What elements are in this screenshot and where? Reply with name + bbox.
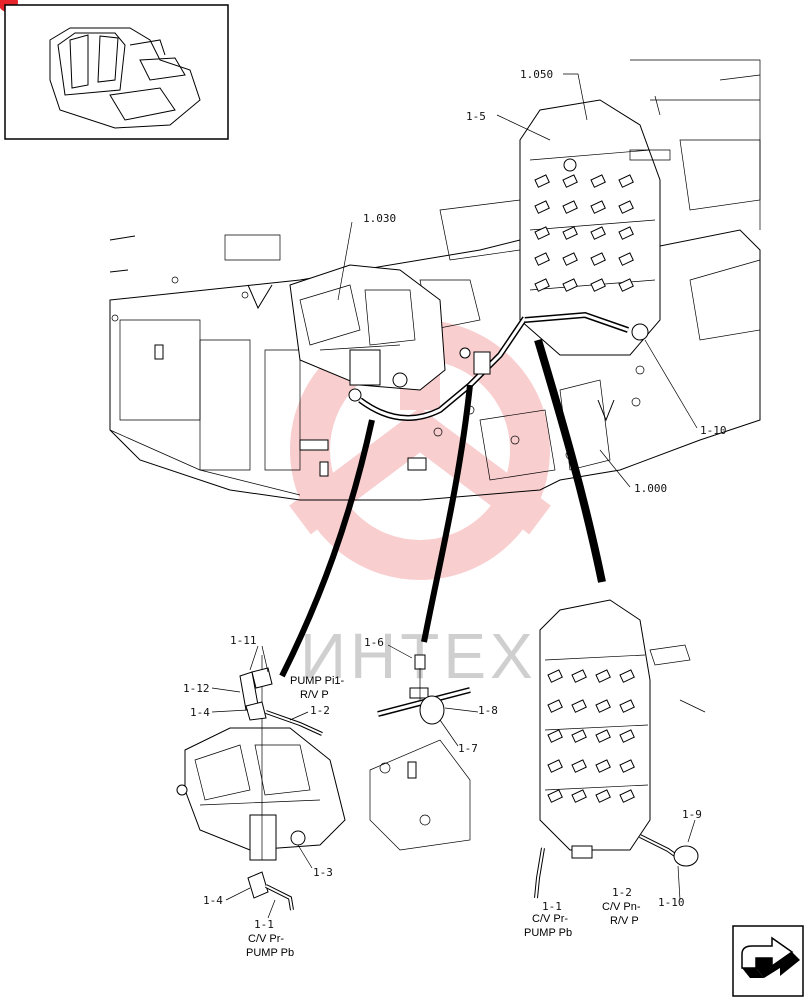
callout-1-5: 1-5 — [466, 110, 486, 123]
caption-cv-pr-right-line2: PUMP Pb — [524, 927, 572, 939]
caption-cv-pn-line2: R/V P — [610, 915, 639, 927]
valve-port-fitting — [595, 759, 611, 773]
valve-port-fitting — [590, 278, 606, 292]
valve-port-fitting — [618, 200, 634, 214]
valve-port-fitting — [562, 278, 578, 292]
callout-1-4-top: 1-4 — [190, 706, 210, 719]
valve-port-fitting — [590, 226, 606, 240]
valve-port-fitting — [595, 669, 611, 683]
valve-port-fitting — [534, 252, 550, 266]
callout-1-11: 1-11 — [230, 634, 257, 647]
valve-port-fitting — [590, 174, 606, 188]
valve-port-fitting — [619, 669, 635, 683]
callout-1-2-left: 1-2 — [310, 704, 330, 717]
callout-1-10-right: 1-10 — [658, 896, 685, 909]
next-page-button[interactable] — [732, 925, 804, 997]
callout-1-050: 1.050 — [520, 68, 553, 81]
valve-port-fitting — [547, 759, 563, 773]
valve-port-fitting — [534, 226, 550, 240]
valve-port-fitting — [534, 174, 550, 188]
control-valve — [519, 99, 671, 356]
pump-assembly — [289, 264, 446, 402]
valve-port-fitting — [619, 729, 635, 743]
callout-1-7: 1-7 — [458, 742, 478, 755]
valve-port-fitting — [619, 759, 635, 773]
caption-cv-pr-right-line1: C/V Pr- — [532, 913, 568, 925]
caption-pump-pi1-line1: PUMP Pi1- — [290, 675, 345, 687]
detail-leaders — [279, 338, 606, 678]
caption-cv-pr-left-line1: C/V Pr- — [248, 933, 284, 945]
valve-port-fitting — [562, 252, 578, 266]
callout-1-030: 1.030 — [363, 212, 396, 225]
valve-port-fitting — [619, 789, 635, 803]
valve-port-fitting — [571, 789, 587, 803]
valve-port-fitting — [590, 252, 606, 266]
detail-control-valve — [534, 599, 706, 901]
caption-cv-pn-line1: C/V Pn- — [602, 901, 641, 913]
valve-port-fitting — [562, 174, 578, 188]
detail-clamp — [369, 644, 479, 851]
valve-port-fitting — [590, 200, 606, 214]
next-page-arrow-icon — [741, 936, 800, 978]
callout-1-1-right: 1-1 — [542, 900, 562, 913]
valve-port-fitting — [547, 699, 563, 713]
valve-port-fitting — [595, 699, 611, 713]
valve-port-fitting — [618, 252, 634, 266]
upper-callout-leaders — [337, 73, 698, 488]
machine-thumbnail — [4, 4, 229, 140]
valve-port-fitting — [618, 174, 634, 188]
valve-port-fitting — [571, 669, 587, 683]
valve-port-fitting — [618, 226, 634, 240]
valve-port-fitting — [595, 789, 611, 803]
callout-1-8: 1-8 — [478, 704, 498, 717]
valve-port-fitting — [547, 789, 563, 803]
hydraulic-pipe — [358, 311, 629, 421]
valve-port-fitting — [562, 200, 578, 214]
valve-port-fitting — [619, 699, 635, 713]
valve-port-fitting — [562, 226, 578, 240]
valve-port-fitting — [534, 200, 550, 214]
callout-1-4-bottom: 1-4 — [203, 894, 223, 907]
detail-pump — [176, 645, 346, 919]
valve-port-fitting — [571, 759, 587, 773]
caption-pump-pi1-line2: R/V P — [300, 689, 329, 701]
valve-port-fitting — [618, 278, 634, 292]
valve-port-fitting — [547, 729, 563, 743]
valve-port-fitting — [571, 729, 587, 743]
callout-1-9: 1-9 — [682, 808, 702, 821]
valve-port-fitting — [595, 729, 611, 743]
callout-1-2-right: 1-2 — [612, 886, 632, 899]
caption-cv-pr-left-line2: PUMP Pb — [246, 947, 294, 959]
callout-1-3: 1-3 — [313, 866, 333, 879]
callout-1-6: 1-6 — [364, 636, 384, 649]
callout-1-1-left: 1-1 — [254, 918, 274, 931]
valve-port-fitting — [547, 669, 563, 683]
valve-port-fitting — [534, 278, 550, 292]
valve-port-fitting — [571, 699, 587, 713]
callout-1-10-main: 1-10 — [700, 424, 727, 437]
callout-1-12: 1-12 — [183, 682, 210, 695]
callout-1-000: 1.000 — [634, 482, 667, 495]
